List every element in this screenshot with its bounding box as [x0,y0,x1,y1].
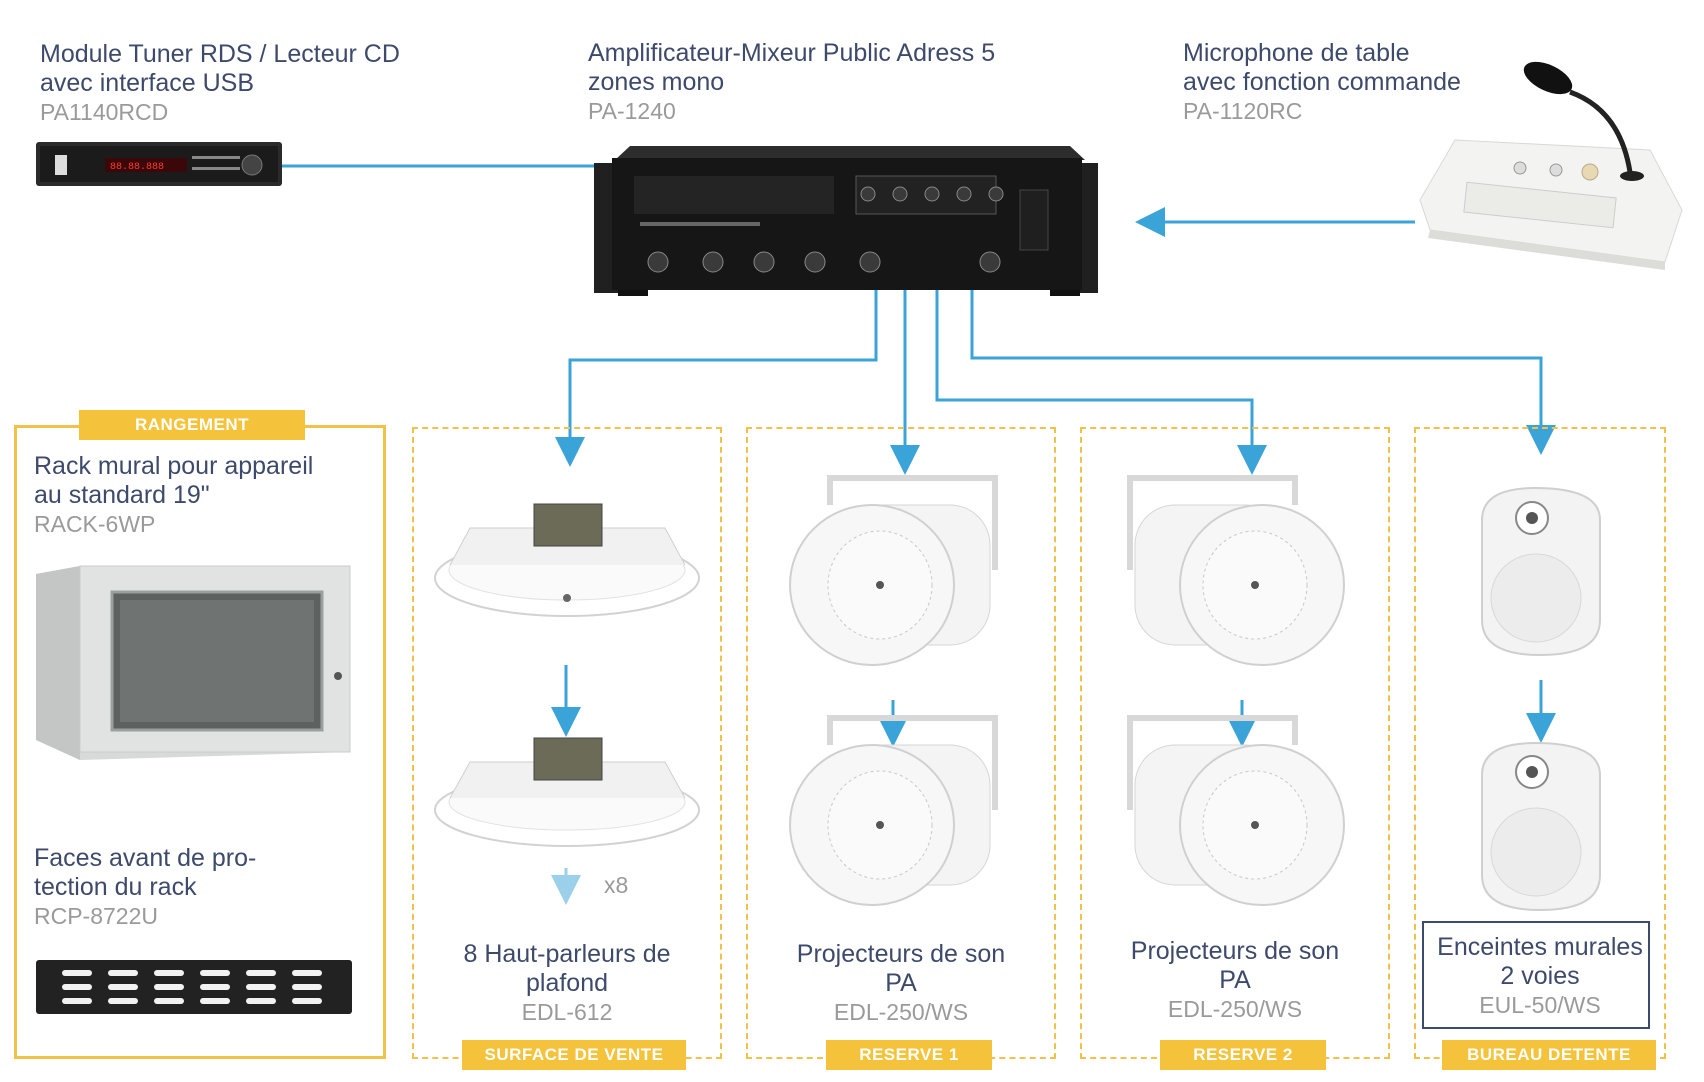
zone-2-tag: RESERVE 1 [826,1040,992,1070]
zone-3-label: Projecteurs de son PA EDL-250/WS [1080,937,1390,1023]
zone-2-title-1: Projecteurs de son [796,940,1006,968]
mic-label: Microphone de table avec fonction comman… [1183,39,1461,125]
zone-1-quantity: x8 [604,872,629,898]
amp-title-1: Amplificateur-Mixeur Public Adress 5 [588,39,996,67]
zone-2-model: EDL-250/WS [833,999,969,1025]
horn-speaker-4 [1127,715,1345,906]
zone-1-title-1: 8 Haut-parleurs de [463,940,671,968]
ceiling-speaker-1 [434,503,700,617]
rack-title-1: Rack mural pour appareil [34,452,314,480]
wall-speaker-1 [1481,486,1601,657]
mic-title-1: Microphone de table [1183,39,1410,67]
mic-title-2: avec fonction commande [1183,68,1461,96]
panel-label: Faces avant de pro- tection du rack RCP-… [34,844,256,930]
zone-4-model: EUL-50/WS [1479,992,1601,1018]
horn-speaker-2 [789,715,998,906]
horn-speaker-3 [1127,475,1345,666]
amp-model: PA-1240 [588,98,676,124]
zone-4-label-box [1422,921,1650,1029]
zone-4-title-2: 2 voies [1500,962,1580,990]
amp-label: Amplificateur-Mixeur Public Adress 5 zon… [588,39,995,125]
amp-title-2: zones mono [588,68,725,96]
zone-4-title-1: Enceintes murales [1437,933,1643,961]
svg-text:88.88.888: 88.88.888 [110,162,164,173]
mic-model: PA-1120RC [1183,98,1303,124]
tuner-model: PA1140RCD [40,99,169,125]
zone-2-title-2: PA [885,969,917,997]
zone-1-title-2: plafond [525,969,609,997]
zone-3-title-2: PA [1219,966,1251,994]
tuner-label: Module Tuner RDS / Lecteur CD avec inter… [40,40,400,126]
zone-3-model: EDL-250/WS [1167,996,1303,1022]
ceiling-speaker-2 [434,737,700,847]
wall-speaker-2 [1481,741,1601,912]
rack-title-2: au standard 19" [34,481,210,509]
zone-1-label: 8 Haut-parleurs de plafond EDL-612 [412,940,722,1026]
horn-speaker-1 [789,475,998,666]
feed-zone-3 [935,215,1267,475]
zone-4-tag: BUREAU DETENTE [1442,1040,1656,1070]
zone-4-label: Enceintes murales 2 voies EUL-50/WS [1414,933,1666,1019]
zone-3-title-1: Projecteurs de son [1130,937,1340,965]
zone-2-label: Projecteurs de son PA EDL-250/WS [746,940,1056,1026]
panel-title-1: Faces avant de pro- [34,844,257,872]
rack-label: Rack mural pour appareil au standard 19"… [34,452,313,538]
zone-1-tag: SURFACE DE VENTE [462,1040,686,1070]
zone-3-tag: RESERVE 2 [1160,1040,1326,1070]
panel-title-2: tection du rack [34,873,197,901]
tuner-title-2: avec interface USB [40,69,254,97]
rack-model: RACK-6WP [34,511,156,537]
storage-tag: RANGEMENT [79,410,305,440]
zone-1-model: EDL-612 [521,999,613,1025]
panel-model: RCP-8722U [34,903,158,929]
tuner-title-1: Module Tuner RDS / Lecteur CD [40,40,400,68]
